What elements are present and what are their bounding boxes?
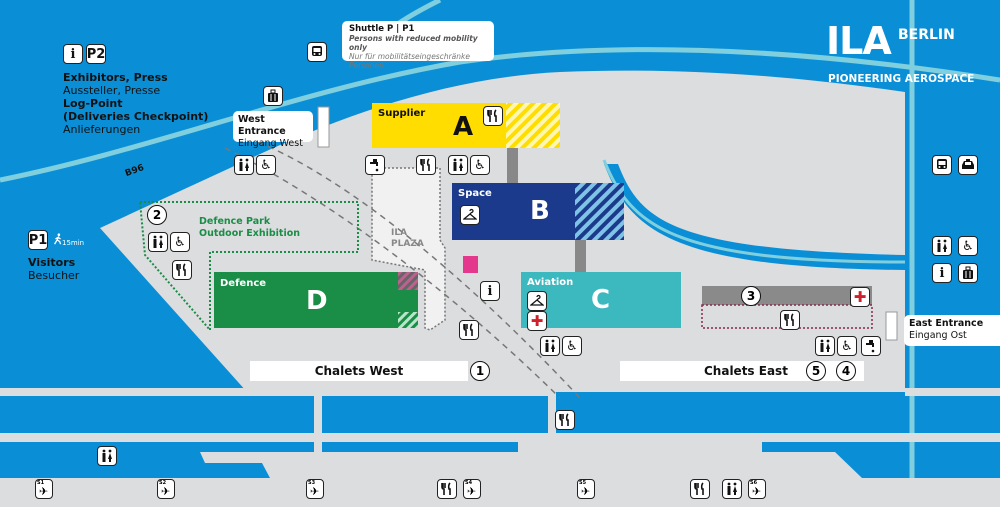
gate-s5-plane-icon: S5✈ [577,479,595,499]
east-entrance-de: Eingang Ost [909,330,967,341]
accessible-wc-icon: ♿ [958,236,978,256]
hall-a-name: Supplier [378,108,426,119]
gate-s4-plane-icon: S4✈ [463,479,481,499]
defence-park-label: Defence Park Outdoor Exhibition [199,216,300,240]
hall-c-name: Aviation [527,277,574,288]
chalets-west: Chalets West [250,361,468,381]
gate-label: S1 [37,480,45,486]
toilets-icon [234,155,254,175]
location-5-marker: 5 [806,361,826,381]
gate-s1-plane-icon: S1✈ [35,479,53,499]
road-line [0,47,1000,183]
hall-d-shape [214,272,398,328]
gate-label: S4 [465,480,473,486]
deliveries-checkpoint-label: (Deliveries Checkpoint) [63,110,209,123]
hall-c-letter: C [591,285,611,315]
hall-b-name: Space [458,188,492,199]
east-entrance-en: East Entrance [909,318,984,329]
log-point-label: Log-Point [63,97,123,110]
hall-d-letter: D [306,286,328,316]
logo-ila: ILA [826,19,892,63]
toilets-icon [148,232,168,252]
shuttle-bus-icon [932,155,952,175]
defence-park-title: Defence Park [199,216,271,227]
shuttle-subtitle-de: Nur für mobilitätseingeschränke Personen [349,52,470,70]
luggage-icon [263,86,283,106]
accessible-wc-icon: ♿ [562,336,582,356]
restaurant-icon [437,479,457,499]
restaurant-icon [555,410,575,430]
outdoor-exhibition-label: Outdoor Exhibition [199,228,301,239]
location-1-marker: 1 [470,361,490,381]
toilets-icon [97,446,117,466]
shuttle-bus-icon [307,42,327,62]
exhibitors-info: Exhibitors, Press Aussteller, Presse Log… [63,71,208,136]
visitors-label: Visitors [28,256,76,269]
hall-c-shape [521,272,681,328]
location-3-marker: 3 [741,286,761,306]
west-entrance-label: West Entrance Eingang West [233,111,313,149]
info-icon: i [932,263,952,283]
shuttle-subtitle-en: Persons with reduced mobility only [349,34,478,52]
ila-plaza-label: ILA PLAZA [391,228,424,250]
toilets-icon [815,336,835,356]
hall-b-letter: B [530,196,550,226]
plaza-line1: ILA [391,228,408,238]
toilets-icon [540,336,560,356]
gate-s3-plane-icon: S3✈ [306,479,324,499]
accessible-wc-icon: ♿ [837,336,857,356]
parking-p2-icon: P2 [86,44,106,64]
restaurant-icon [459,320,479,340]
walk-time: 15min [62,239,85,247]
accessible-wc-icon: ♿ [170,232,190,252]
gate-label: S2 [159,480,167,486]
hall-d-name: Defence [220,278,267,289]
accessible-wc-icon: ♿ [256,155,276,175]
west-entrance-de: Eingang West [238,138,303,149]
restaurant-icon [690,479,710,499]
location-4-marker: 4 [836,361,856,381]
exhibitors-label-de: Aussteller, Presse [63,84,161,97]
exhibitors-label: Exhibitors, Press [63,71,168,84]
accessible-wc-icon: ♿ [470,155,490,175]
first-aid-icon: ✚ [850,287,870,307]
cloakroom-hanger-icon [527,291,547,311]
visitors-label-de: Besucher [28,269,80,282]
visitors-info: Visitors Besucher [28,256,79,282]
toilets-icon [448,155,468,175]
plaza-line2: PLAZA [391,239,424,249]
gate-label: S5 [579,480,587,486]
deliveries-label-de: Anlieferungen [63,123,141,136]
shuttle-title: Shuttle P | P1 [349,24,415,34]
plaza-marker [463,256,478,273]
toilets-icon [932,236,952,256]
logo-berlin: BERLIN [898,27,955,43]
luggage-icon [958,263,978,283]
logo-tagline: PIONEERING AEROSPACE [828,73,975,85]
water-tap-icon [861,336,881,356]
west-entrance-en: West Entrance [238,114,286,137]
restaurant-icon [172,260,192,280]
restaurant-icon [483,106,503,126]
first-aid-icon: ✚ [527,311,547,331]
shuttle-info-box: Shuttle P | P1 Persons with reduced mobi… [342,21,494,70]
east-entrance-label: East Entrance Eingang Ost [904,315,1000,346]
toilets-icon [722,479,742,499]
gate-s2-plane-icon: S2✈ [157,479,175,499]
chalets-east: Chalets East [620,361,864,381]
taxi-icon [958,155,978,175]
restaurant-icon [780,310,800,330]
cloakroom-hanger-icon [460,205,480,225]
parking-p1-icon: P1 [28,230,48,250]
water-tap-icon [365,155,385,175]
gate-s6-plane-icon: S6✈ [748,479,766,499]
gate-label: S3 [308,480,316,486]
gate-label: S6 [750,480,758,486]
location-2-marker: 2 [147,205,167,225]
restaurant-icon [416,155,436,175]
hall-a-letter: A [453,112,474,142]
info-icon: i [63,44,83,64]
info-icon: i [480,281,500,301]
